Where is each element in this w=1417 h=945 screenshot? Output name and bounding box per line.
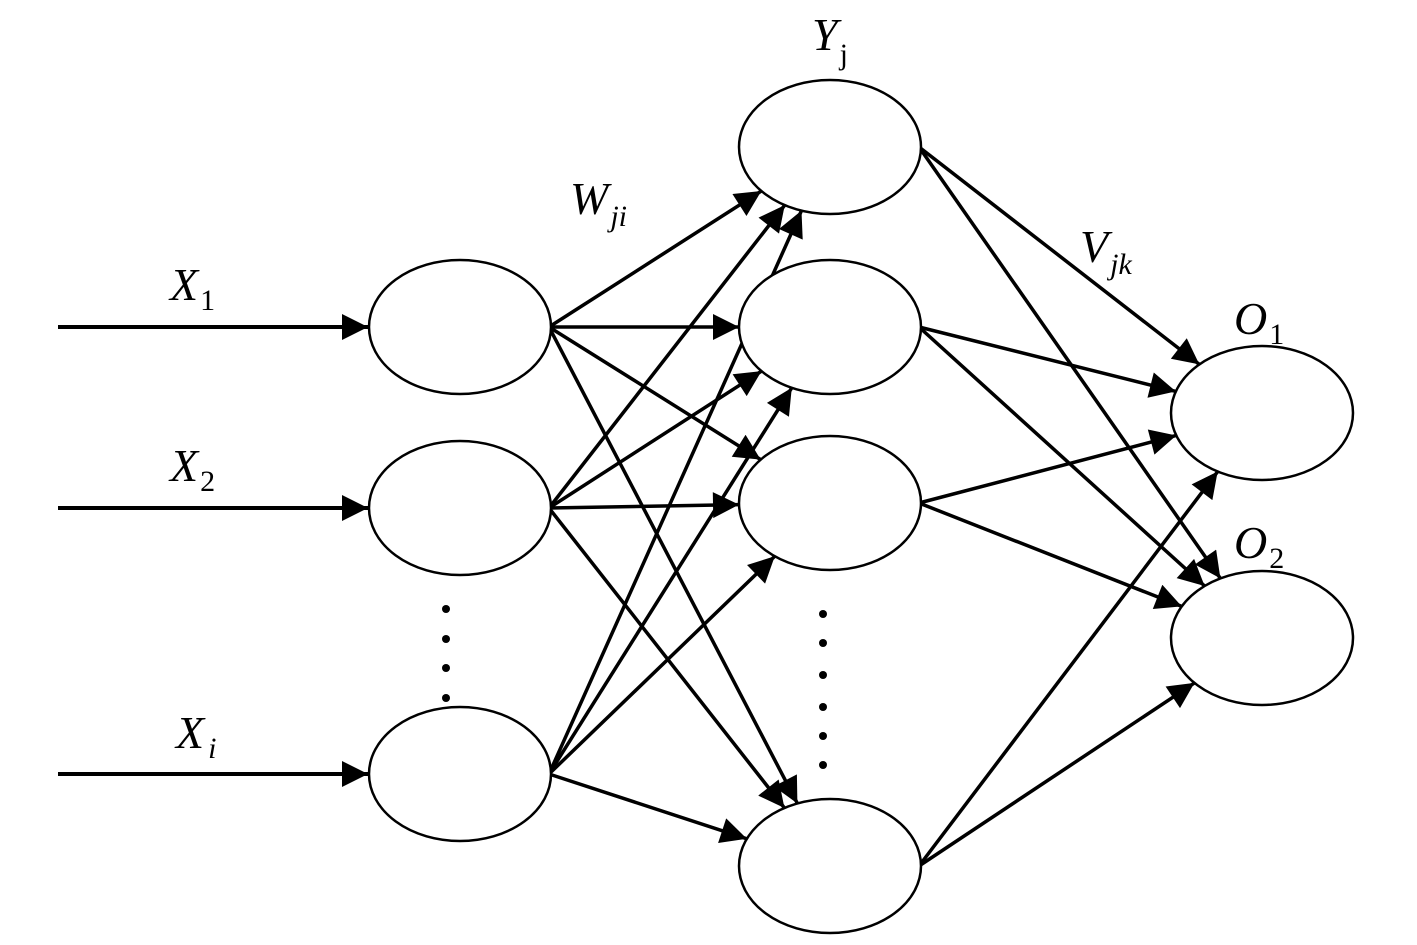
output-label-1: O1 — [1234, 293, 1284, 351]
hidden-output-edge — [917, 325, 1206, 588]
ellipsis-dot — [442, 605, 450, 613]
hidden-ellipsis — [819, 610, 827, 769]
hidden-output-edge — [917, 145, 1222, 580]
ellipsis-dot — [442, 694, 450, 702]
input-hidden-edge — [547, 554, 776, 776]
output-node-2 — [1169, 569, 1355, 707]
input-hidden-edge — [547, 386, 794, 775]
hidden-node-1 — [737, 78, 923, 216]
hidden-label-y: Yj — [812, 9, 848, 71]
hidden-output-edge — [918, 501, 1183, 609]
ellipsis-dot — [819, 761, 827, 769]
input-hidden-edge — [547, 326, 799, 805]
ellipsis-dot — [442, 664, 450, 672]
hidden-node-j — [737, 797, 923, 935]
ellipsis-dot — [442, 635, 450, 643]
input-node-2 — [367, 439, 553, 577]
input-hidden-edge — [547, 506, 786, 810]
weight-label-w: Wji — [570, 173, 627, 233]
input-hidden-edge — [548, 189, 763, 329]
hidden-output-edge — [918, 429, 1177, 505]
weight-label-v: Vjk — [1080, 221, 1132, 281]
input-hidden-edge — [548, 492, 740, 519]
hidden-output-edge — [918, 325, 1177, 398]
ellipsis-dot — [819, 639, 827, 647]
input-hidden-edge — [548, 325, 762, 462]
ellipsis-dot — [819, 703, 827, 711]
input-label-1: X1 — [168, 259, 215, 317]
ellipsis-dot — [819, 732, 827, 740]
input-arrows — [58, 314, 368, 787]
input-node-1 — [367, 258, 553, 396]
output-label-2: O2 — [1234, 517, 1284, 575]
connections-layer — [547, 145, 1222, 868]
ellipsis-dot — [819, 610, 827, 618]
hidden-node-2 — [737, 258, 923, 396]
output-node-1 — [1169, 344, 1355, 482]
output-layer — [1169, 344, 1355, 707]
input-ellipsis — [442, 605, 450, 702]
input-hidden-edge — [547, 204, 787, 510]
input-label-2: X2 — [168, 440, 215, 498]
input-node-i — [367, 705, 553, 843]
hidden-output-edge — [918, 681, 1196, 868]
input-hidden-edge — [548, 772, 748, 844]
hidden-node-3 — [737, 434, 923, 572]
hidden-layer — [737, 78, 923, 935]
input-hidden-edge — [548, 369, 763, 510]
hidden-output-edge — [917, 470, 1220, 868]
input-layer — [367, 258, 553, 843]
ellipsis-dot — [819, 671, 827, 679]
hidden-output-edge — [917, 145, 1201, 366]
